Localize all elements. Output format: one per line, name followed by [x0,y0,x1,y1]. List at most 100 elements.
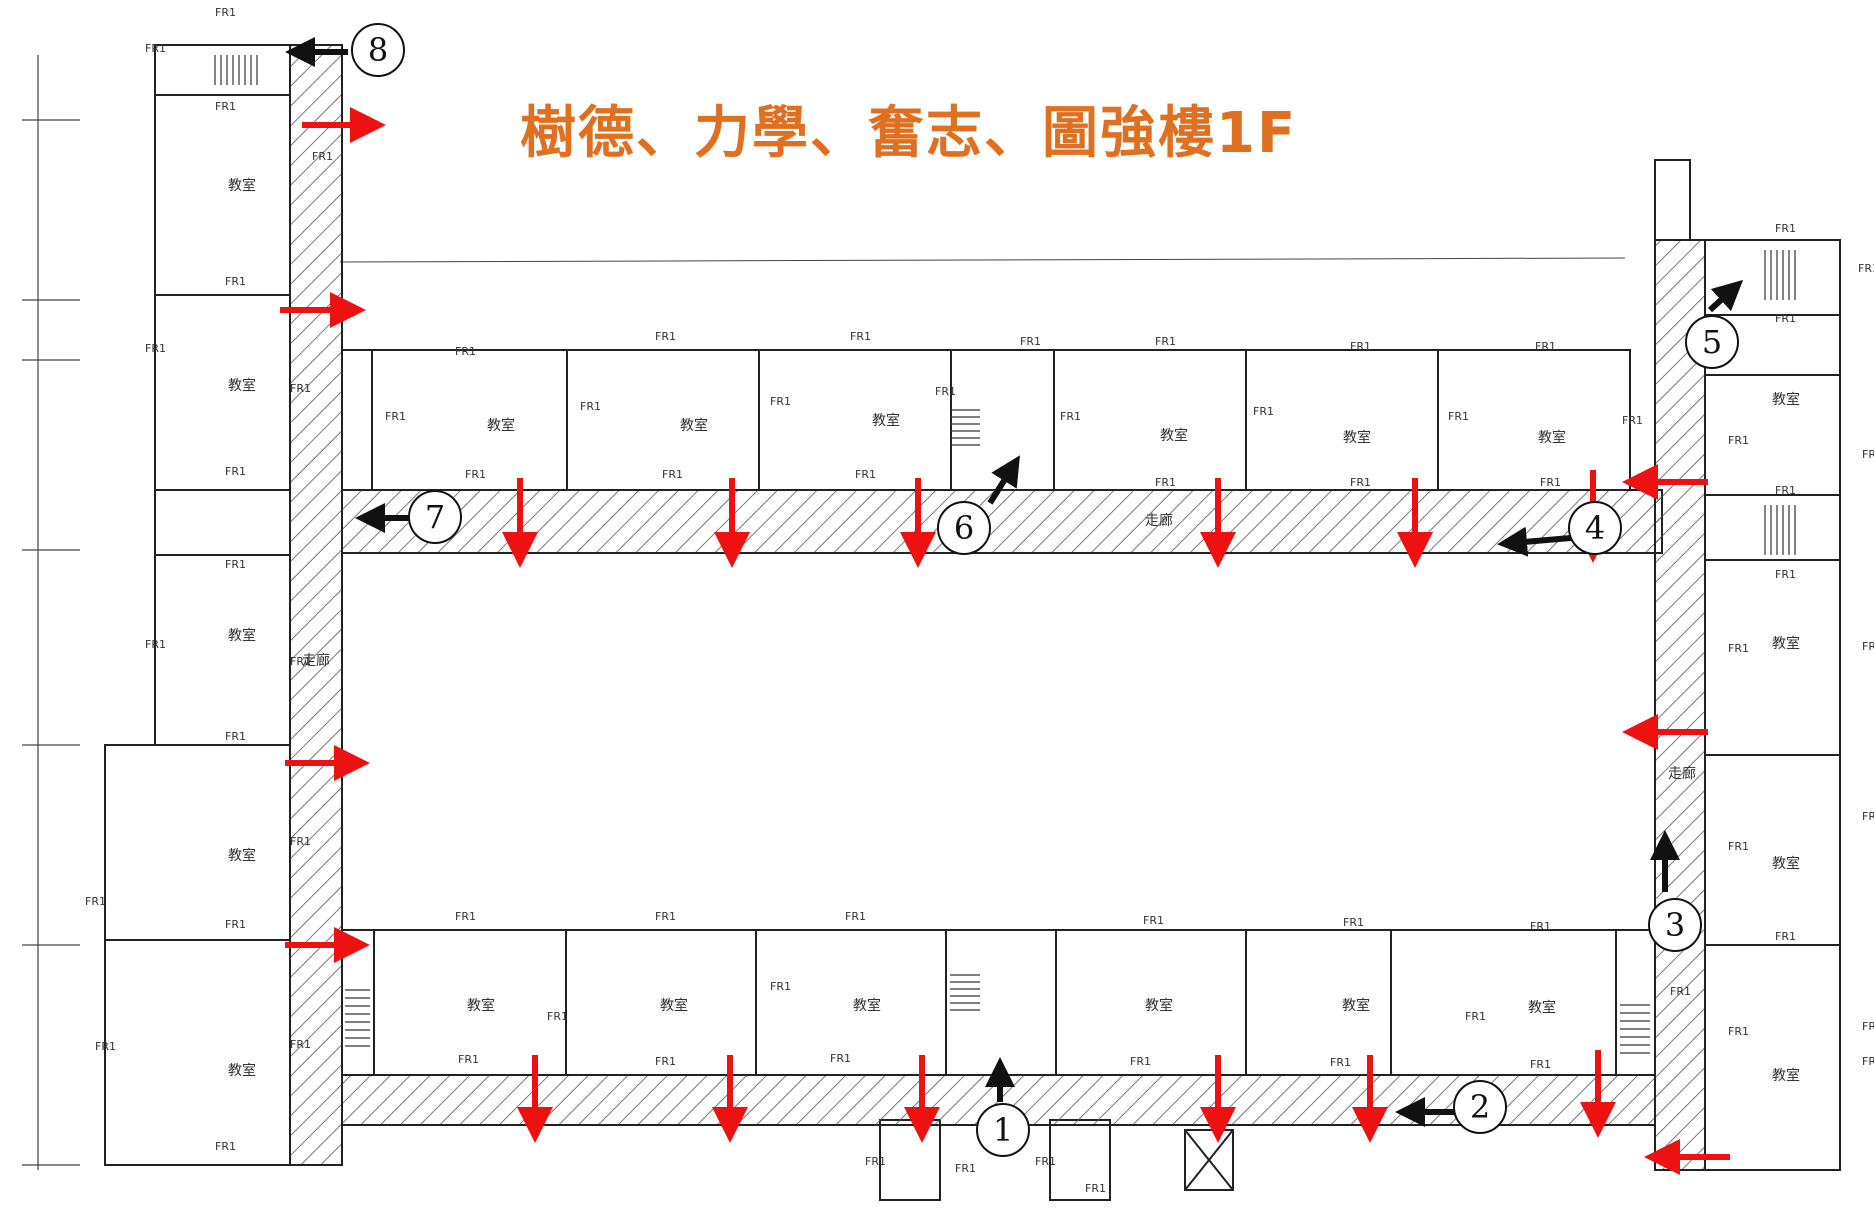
fire-extinguisher-label: FR1 [770,395,791,408]
fire-extinguisher-label: FR1 [1060,410,1081,423]
marker-number: 8 [368,31,388,69]
room-labels: 教室教室教室教室教室教室教室教室教室教室教室教室教室教室教室教室教室教室教室教室… [228,177,1800,1084]
fire-extinguisher-label: FR1 [455,910,476,923]
classroom-label: 教室 [228,847,256,864]
fire-extinguisher-label: FR1 [1143,914,1164,927]
route-marker-1: 1 [976,1103,1030,1157]
east-corridor [1654,239,1706,1171]
fire-extinguisher-label: FR1 [1775,312,1796,325]
route-arrow [987,455,1020,505]
fire-extinguisher-label: FR1 [1670,985,1691,998]
classroom-label: 教室 [1772,1067,1800,1084]
fire-extinguisher-label: FR1 [1862,1020,1874,1033]
fire-extinguisher-label: FR1 [1622,414,1643,427]
fire-extinguisher-label: FR1 [1540,476,1561,489]
stairwells [214,55,1796,1054]
fire-extinguisher-label: FR1 [312,150,333,163]
fire-extinguisher-label: FR1 [145,42,166,55]
fire-extinguisher-label: FR1 [655,330,676,343]
fire-extinguisher-label: FR1 [1862,640,1874,653]
fire-extinguisher-label: FR1 [655,910,676,923]
fire-extinguisher-label: FR1 [1085,1182,1106,1195]
route-marker-3: 3 [1648,898,1702,952]
marker-number: 1 [993,1111,1013,1149]
north-corridor [341,489,1663,554]
route-marker-8: 8 [351,23,405,77]
route-markers: 1 2 3 4 5 6 7 8 [351,23,1739,1157]
marker-number: 7 [425,498,445,536]
corridor-label: 走廊 [302,652,330,669]
route-marker-6: 6 [937,501,991,555]
fire-extinguisher-label: FR1 [1343,916,1364,929]
fire-extinguisher-label: FR1 [145,342,166,355]
exit-arrows [280,107,1730,1175]
marker-number: 6 [954,509,974,547]
classroom-label: 教室 [1772,855,1800,872]
fire-extinguisher-label: FR1 [290,1038,311,1051]
fire-extinguisher-label: FR1 [1775,568,1796,581]
fire-extinguisher-label: FR1 [1858,262,1874,275]
route-marker-7: 7 [408,490,462,544]
fire-extinguisher-label: FR1 [1775,930,1796,943]
fire-extinguisher-label: FR1 [1862,1055,1874,1068]
fire-extinguisher-label: FR1 [1775,484,1796,497]
fire-extinguisher-label: FR1 [225,558,246,571]
fire-extinguisher-label: FR1 [215,1140,236,1153]
fire-extinguisher-label: FR1 [145,638,166,651]
fire-extinguisher-label: FR1 [547,1010,568,1023]
fire-extinguisher-label: FR1 [865,1155,886,1168]
classroom-label: 教室 [228,627,256,644]
classroom-label: 教室 [1528,999,1556,1016]
fire-extinguisher-label: FR1 [662,468,683,481]
fire-extinguisher-label: FR1 [465,468,486,481]
fire-extinguisher-label: FR1 [655,1055,676,1068]
marker-number: 5 [1702,323,1722,361]
fire-extinguisher-label: FR1 [850,330,871,343]
floor-title: 樹德、力學、奮志、圖強樓1F [520,101,1298,166]
classroom-label: 教室 [228,177,256,194]
corridor-label: 走廊 [1145,512,1173,529]
classroom-label: 教室 [467,997,495,1014]
fire-extinguisher-label: FR1 [1448,410,1469,423]
marker-circle [1648,898,1702,952]
fire-extinguisher-label: FR1 [1465,1010,1486,1023]
fire-extinguisher-label: FR1 [1035,1155,1056,1168]
fire-extinguisher-label: FR1 [1350,476,1371,489]
classroom-label: 教室 [1342,997,1370,1014]
marker-circle [1685,315,1739,369]
fire-extinguisher-label: FR1 [580,400,601,413]
fire-extinguisher-label: FR1 [1728,434,1749,447]
corridor-label: 走廊 [1668,765,1696,782]
fire-extinguisher-label: FR1 [225,465,246,478]
fire-extinguisher-label: FR1 [1253,405,1274,418]
fire-extinguisher-label: FR1 [830,1052,851,1065]
fire-extinguisher-label: FR1 [1728,840,1749,853]
classroom-label: 教室 [872,412,900,429]
classroom-label: 教室 [1538,429,1566,446]
fire-extinguisher-label: FR1 [290,655,311,668]
route-arrows [285,37,1744,1127]
fire-extinguisher-label: FR1 [1728,642,1749,655]
marker-number: 3 [1665,906,1685,944]
route-arrow [1707,279,1744,313]
fire-extinguisher-label: FR1 [455,345,476,358]
west-wing [104,44,291,1166]
classroom-label: 教室 [1772,635,1800,652]
fire-extinguisher-label: FR1 [290,382,311,395]
classroom-label: 教室 [1772,391,1800,408]
classroom-label: 教室 [660,997,688,1014]
fire-labels: FR1FR1FR1FR1FR1FR1FR1FR1FR1FR1FR1FR1FR1F… [85,6,1874,1195]
fire-extinguisher-label: FR1 [95,1040,116,1053]
route-marker-5: 5 [1685,315,1739,369]
fire-extinguisher-label: FR1 [770,980,791,993]
fire-extinguisher-label: FR1 [1530,920,1551,933]
fire-extinguisher-label: FR1 [85,895,106,908]
marker-number: 4 [1585,509,1605,547]
fire-extinguisher-label: FR1 [1330,1056,1351,1069]
route-marker-2: 2 [1453,1080,1507,1134]
fire-extinguisher-label: FR1 [1130,1055,1151,1068]
fire-extinguisher-label: FR1 [225,918,246,931]
marker-circle [351,23,405,77]
